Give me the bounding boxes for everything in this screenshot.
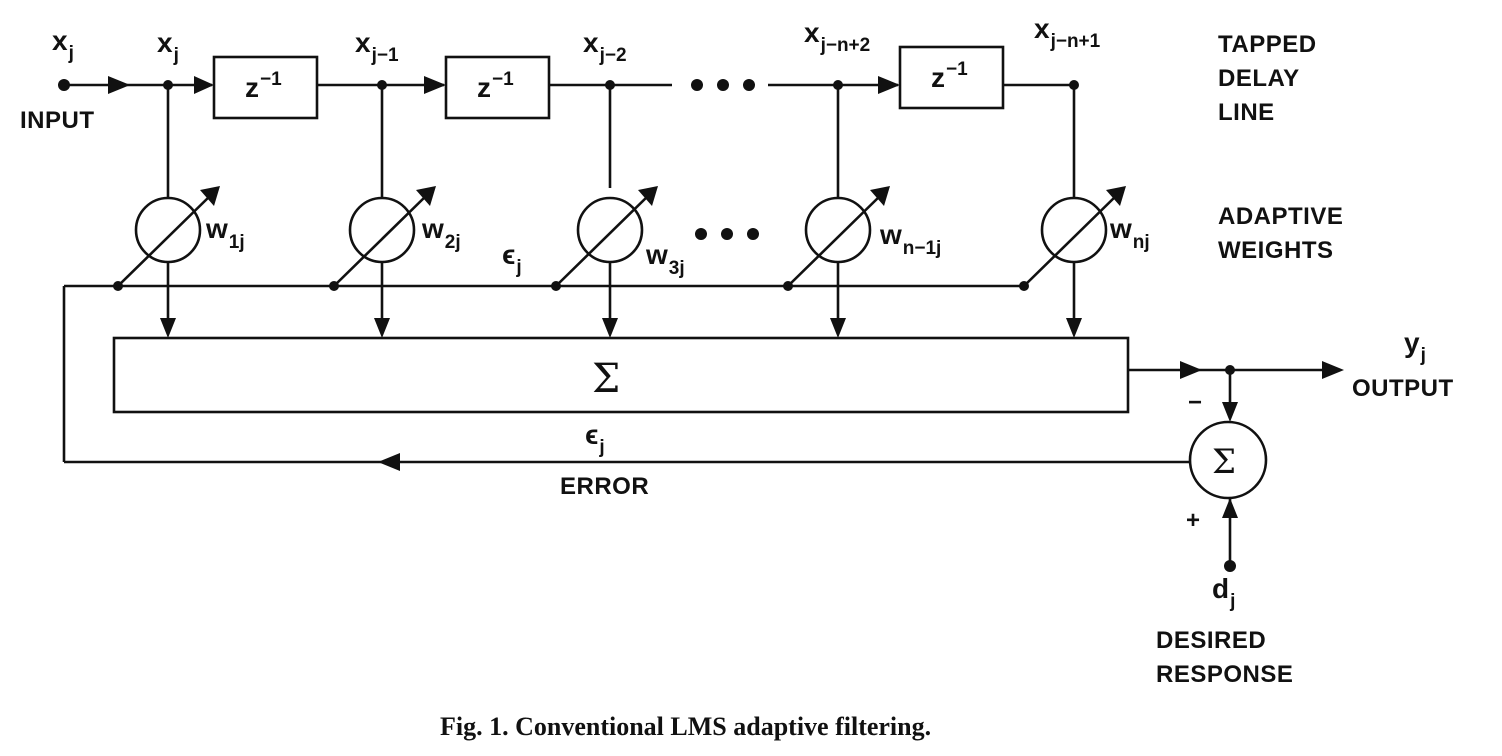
desired-path: [1222, 498, 1238, 572]
tap-lines: [166, 85, 1076, 198]
minus-sign: −: [1188, 389, 1203, 416]
error-symbol-feedback: ϵj: [585, 419, 605, 458]
delay-box-2: [444, 55, 551, 120]
delay-label-1: z−1: [245, 69, 282, 103]
desired-label: DESIRED: [1156, 627, 1266, 654]
input-symbol: xj: [52, 25, 74, 64]
weight-label-n-1: wn−1j: [879, 219, 941, 259]
delay-label: DELAY: [1218, 65, 1300, 92]
figure-caption: Fig. 1. Conventional LMS adaptive filter…: [440, 712, 931, 741]
tap-label-3: xj−2: [583, 27, 627, 66]
tap-label-5: xj−n+1: [1034, 13, 1101, 52]
tapped-label: TAPPED: [1218, 31, 1317, 58]
error-symbol-bus: ϵj: [502, 239, 522, 278]
weight-label-2: w2j: [421, 213, 461, 253]
weight-circle-3: [576, 196, 644, 264]
summer-box: [112, 336, 1130, 414]
response-label: RESPONSE: [1156, 661, 1293, 688]
input-label: INPUT: [20, 107, 95, 134]
weights-label: WEIGHTS: [1218, 237, 1334, 264]
tap-label-4: xj−n+2: [804, 17, 870, 56]
delay-label-3: z−1: [931, 59, 968, 93]
weight-circle-n-1: [804, 196, 872, 264]
weight-circle-1: [134, 196, 202, 264]
adaptive-weights: [117, 186, 1126, 287]
weight-label-n: wnj: [1109, 213, 1150, 253]
summer-sigma: Σ: [592, 356, 620, 402]
error-bus: [62, 281, 1029, 462]
delay-box-1: [212, 55, 319, 120]
error-summer-sigma: Σ: [1212, 442, 1236, 482]
tap-label-1: xj: [157, 27, 179, 66]
tapped-delay-line: [58, 45, 1079, 120]
output-symbol: yj: [1404, 327, 1426, 366]
output-path: [1128, 361, 1344, 422]
delay-box-3: [898, 45, 1005, 110]
delay-label-2: z−1: [477, 69, 514, 103]
error-label: ERROR: [560, 473, 649, 500]
line-label: LINE: [1218, 99, 1275, 126]
error-feedback: [64, 453, 1190, 471]
output-label: OUTPUT: [1352, 375, 1454, 402]
adaptive-label: ADAPTIVE: [1218, 203, 1343, 230]
weight-label-3: w3j: [645, 239, 685, 279]
plus-sign: +: [1186, 507, 1201, 534]
desired-symbol: dj: [1212, 573, 1235, 612]
weight-output-arrows: [160, 262, 1082, 338]
tap-label-2: xj−1: [355, 27, 399, 66]
input-arrow-icon: [108, 76, 130, 94]
weight-circle-n: [1040, 196, 1108, 264]
error-summer-circle: [1188, 420, 1268, 500]
weight-label-1: w1j: [205, 213, 245, 253]
weight-circle-2: [348, 196, 416, 264]
